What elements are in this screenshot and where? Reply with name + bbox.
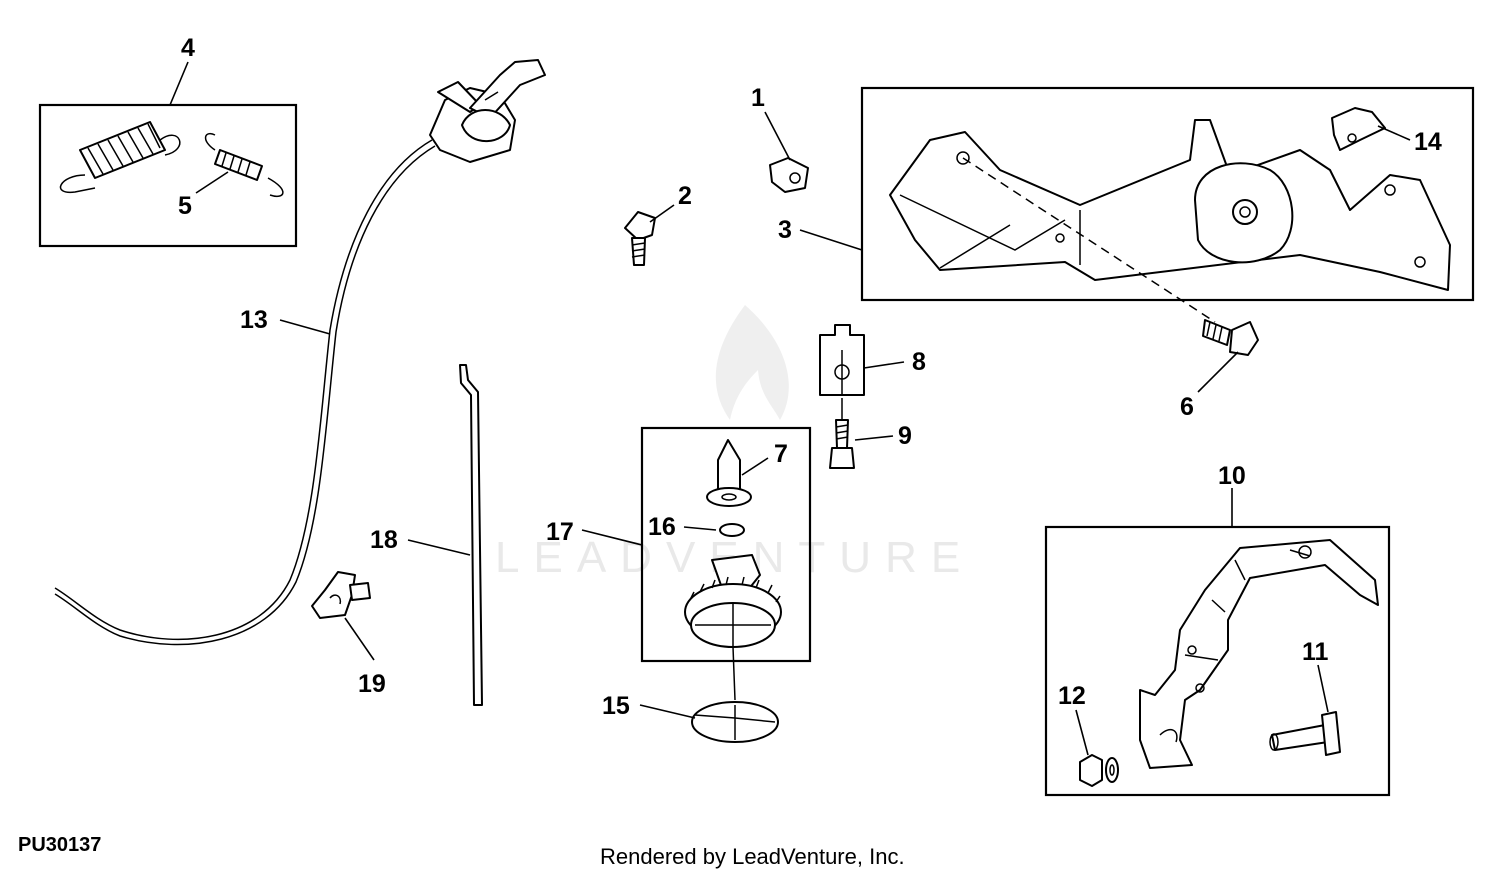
extension-spring-large <box>59 121 181 193</box>
mounting-block <box>819 324 865 396</box>
callout-19: 19 <box>358 670 386 698</box>
watermark-flame-icon <box>715 305 789 420</box>
bolt-6 <box>1202 319 1259 356</box>
control-bracket <box>889 119 1451 291</box>
callout-9: 9 <box>898 422 912 450</box>
render-credit: Rendered by LeadVenture, Inc. <box>600 844 905 869</box>
callout-7: 7 <box>774 440 788 468</box>
spring-kit-box <box>38 103 298 248</box>
nut-and-washer-12 <box>1079 754 1119 787</box>
callout-10: 10 <box>1218 462 1246 490</box>
callout-16: 16 <box>648 513 676 541</box>
choke-link-rod <box>459 364 483 706</box>
callout-8: 8 <box>912 348 926 376</box>
callout-15: 15 <box>602 692 630 720</box>
throttle-control-assembly <box>429 59 546 163</box>
cable-clamp-screw <box>769 157 809 193</box>
callout-6: 6 <box>1180 393 1194 421</box>
governor-gear <box>684 554 782 701</box>
control-bracket-box <box>860 86 1475 302</box>
bracket-clip <box>1331 107 1386 151</box>
screw-2 <box>624 211 656 266</box>
washer-15 <box>691 701 779 743</box>
guard-bracket <box>1139 539 1379 769</box>
callout-2: 2 <box>678 182 692 210</box>
callout-17: 17 <box>546 518 574 546</box>
bolt-11 <box>1269 711 1341 756</box>
callout-11: 11 <box>1302 638 1329 666</box>
o-ring-16 <box>719 523 745 537</box>
callout-18: 18 <box>370 526 398 554</box>
callout-13: 13 <box>240 306 268 334</box>
callout-4: 4 <box>181 34 195 62</box>
cable-clamp <box>311 571 371 619</box>
pin-7 <box>706 439 752 507</box>
callout-3: 3 <box>778 216 792 244</box>
callout-5: 5 <box>178 192 192 220</box>
callout-labels: 1 2 3 4 5 6 7 8 9 10 11 12 13 14 15 16 1… <box>178 34 1442 720</box>
diagram-id: PU30137 <box>18 834 102 856</box>
callout-14: 14 <box>1414 128 1442 156</box>
callout-12: 12 <box>1058 682 1086 710</box>
guard-bracket-box <box>1044 525 1391 797</box>
screw-9 <box>829 398 855 469</box>
callout-1: 1 <box>751 84 765 112</box>
extension-spring-small <box>204 133 284 197</box>
